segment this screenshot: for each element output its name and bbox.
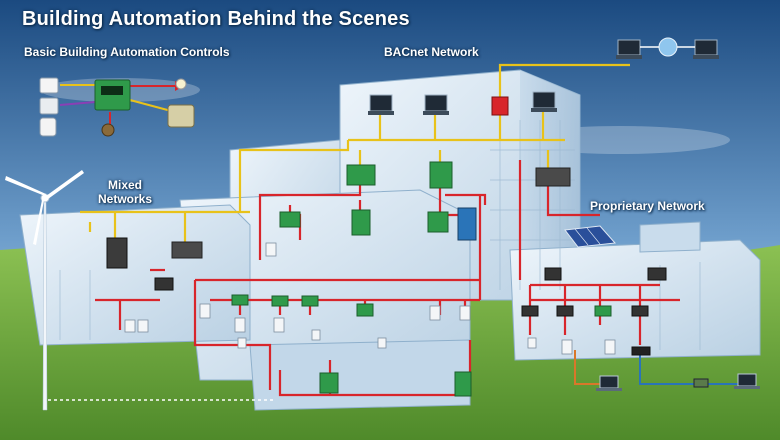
mixed-networks-label-line1: Mixed bbox=[108, 178, 143, 192]
page-title: Building Automation Behind the Scenes bbox=[22, 8, 410, 30]
blue-network-line bbox=[639, 355, 750, 385]
light-bulb-icon bbox=[175, 78, 187, 90]
laptop-icons bbox=[596, 373, 760, 391]
bacnet-network-label: BACnet Network bbox=[384, 45, 479, 59]
basic-controls-label: Basic Building Automation Controls bbox=[24, 45, 230, 59]
mixed-networks-label: Mixed Networks bbox=[98, 178, 152, 206]
controller-icons bbox=[106, 161, 667, 397]
solar-panel-icon bbox=[564, 225, 617, 248]
basic-controls-devices bbox=[39, 77, 195, 137]
mixed-networks-label-line2: Networks bbox=[98, 192, 153, 206]
wind-turbine-icon bbox=[5, 170, 84, 411]
orange-network-line bbox=[574, 350, 610, 385]
workstation-icons bbox=[368, 37, 719, 116]
bacnet-network-lines bbox=[80, 63, 630, 245]
router-icon bbox=[491, 96, 509, 116]
field-network-lines bbox=[95, 160, 680, 397]
proprietary-network-label: Proprietary Network bbox=[590, 199, 705, 213]
sensor-icons bbox=[124, 242, 616, 355]
internet-cloud-icon bbox=[658, 37, 678, 57]
